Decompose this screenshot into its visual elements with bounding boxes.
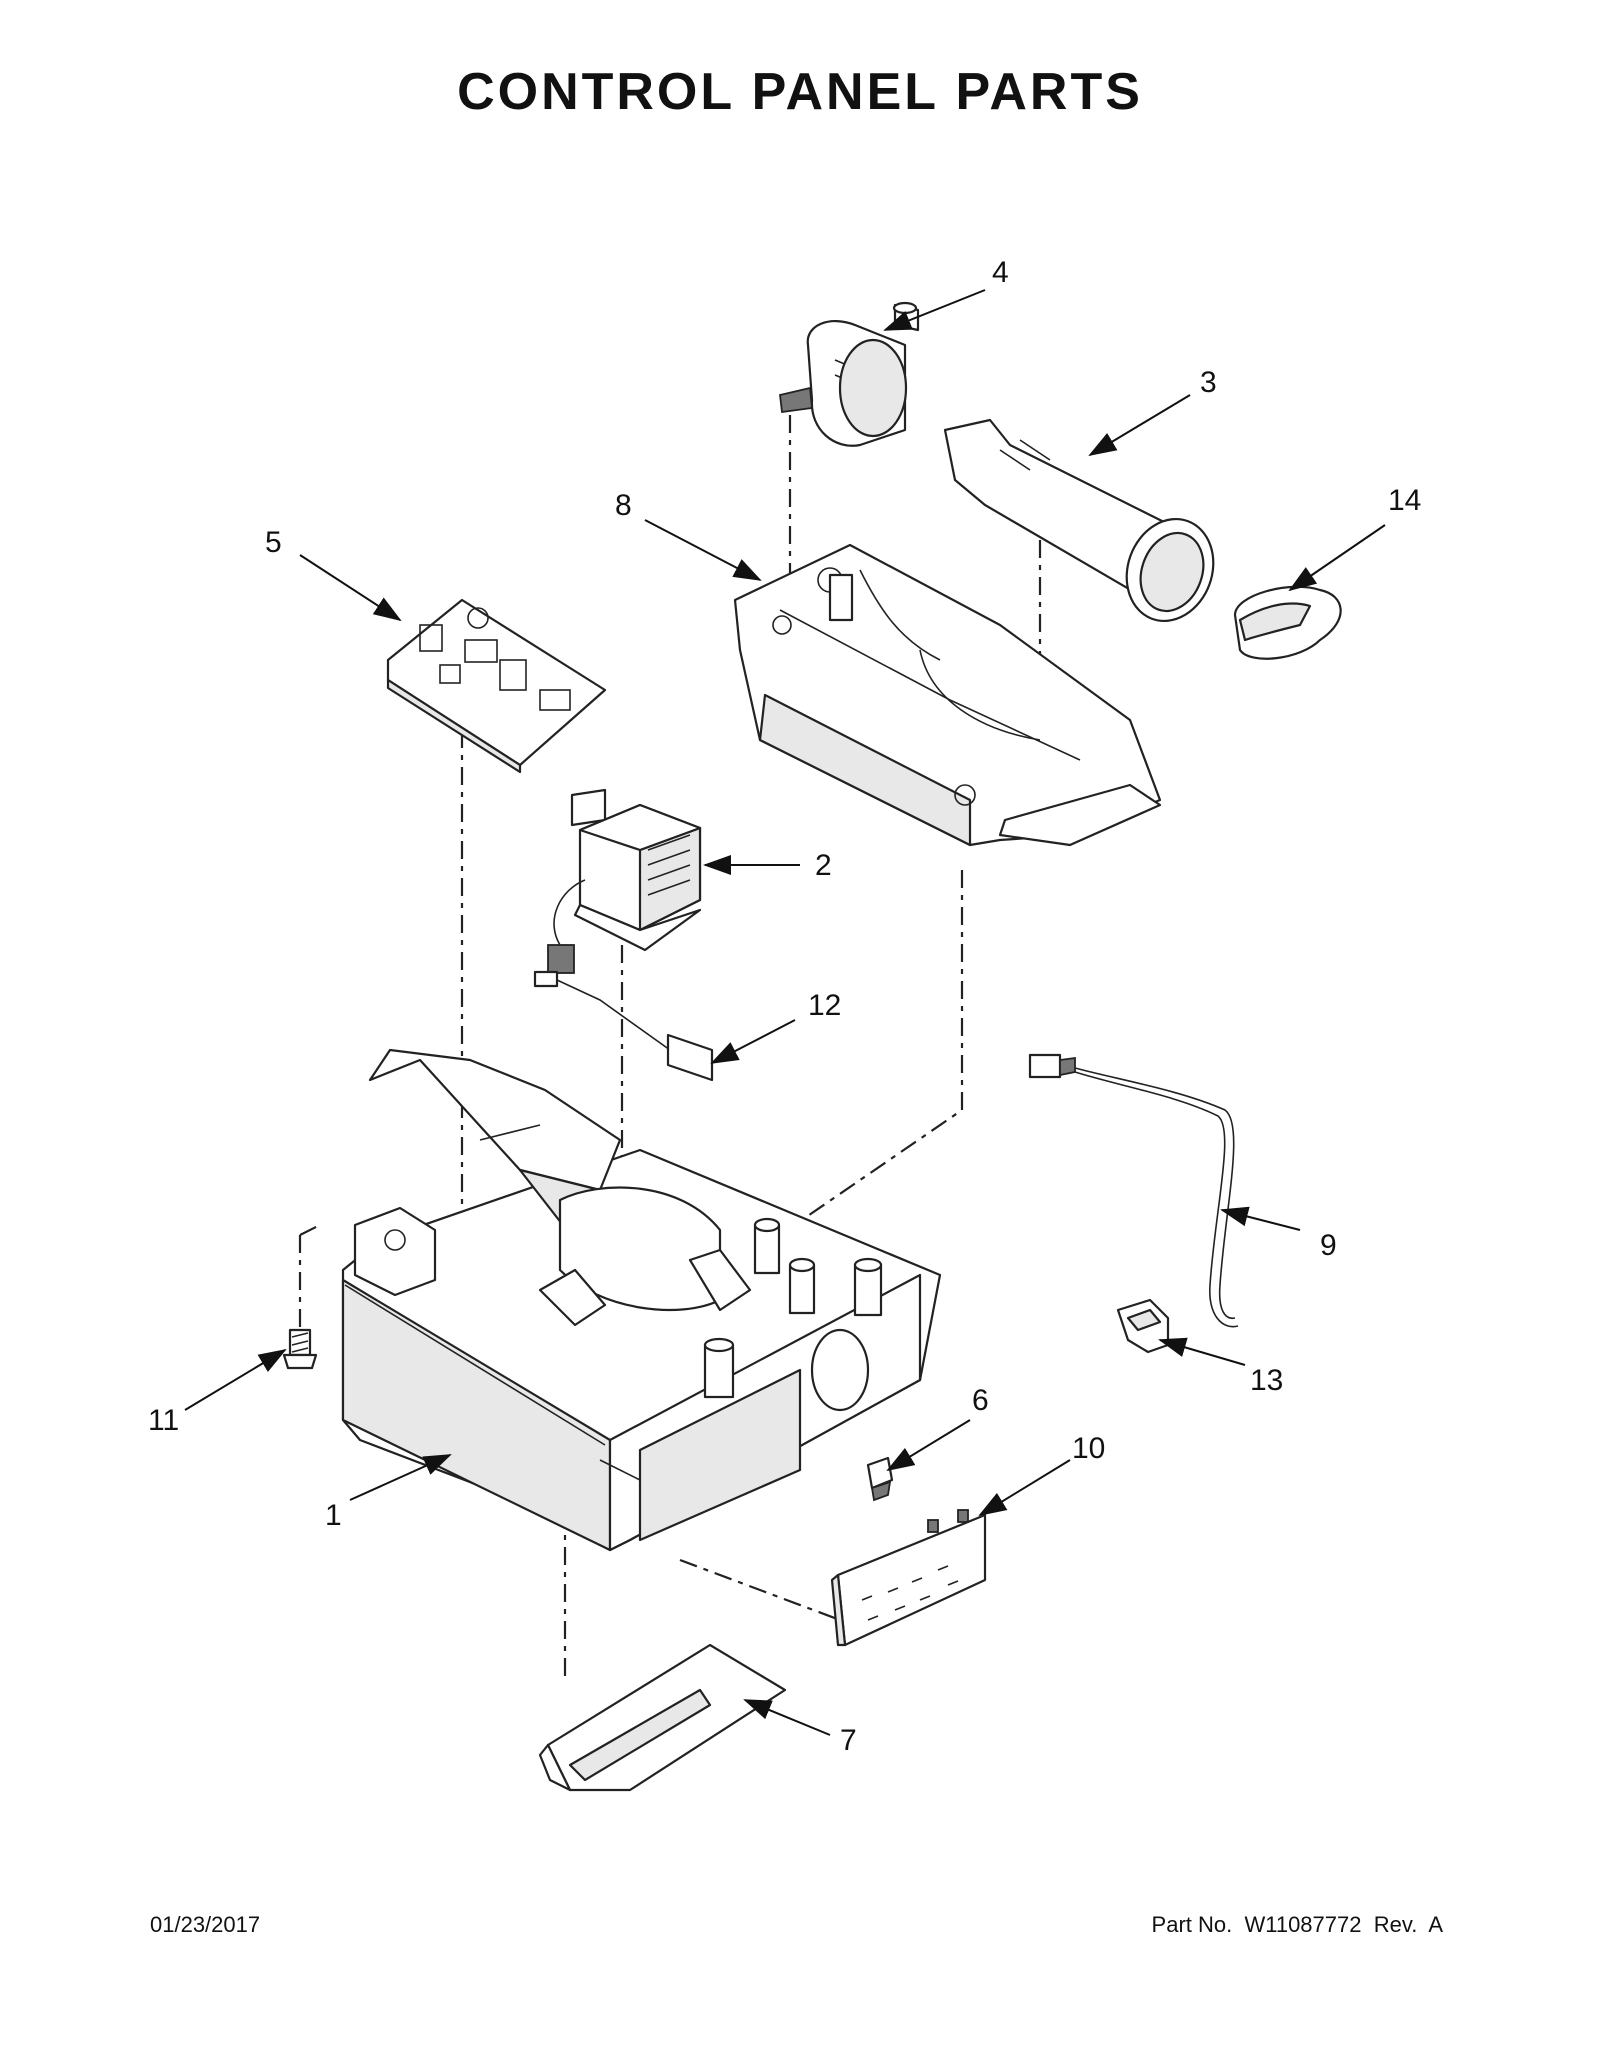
part-1-control-housing[interactable] <box>341 1048 942 1552</box>
callout-8: 8 <box>615 489 632 522</box>
footer-part-number: Part No. W11087772 Rev. A <box>1151 1912 1443 1937</box>
part-13-clip[interactable] <box>1116 1298 1170 1354</box>
callout-7: 7 <box>840 1724 857 1757</box>
page-title: CONTROL PANEL PARTS <box>457 63 1143 121</box>
part-6-switch[interactable] <box>866 1456 894 1502</box>
callout-3: 3 <box>1200 366 1217 399</box>
callout-5: 5 <box>265 526 282 559</box>
callout-14: 14 <box>1388 484 1421 517</box>
callout-2: 2 <box>815 849 832 882</box>
leader-arrows <box>184 289 1386 1736</box>
part-14-filter-cover[interactable] <box>1233 585 1342 660</box>
part-4-filter-head[interactable] <box>779 301 920 447</box>
callout-10: 10 <box>1072 1432 1105 1465</box>
callout-9: 9 <box>1320 1229 1337 1262</box>
callout-6: 6 <box>972 1384 989 1417</box>
part-7-cover[interactable] <box>538 1643 787 1792</box>
callout-12: 12 <box>808 989 841 1022</box>
part-10-panel-board[interactable] <box>830 1509 987 1647</box>
callout-1: 1 <box>325 1499 342 1532</box>
part-12-wire-harness[interactable] <box>533 970 714 1082</box>
callout-13: 13 <box>1250 1364 1283 1397</box>
callout-11: 11 <box>148 1404 179 1437</box>
footer-date: 01/23/2017 <box>150 1912 261 1937</box>
part-5-control-board[interactable] <box>386 598 607 774</box>
part-3-water-filter[interactable] <box>943 418 1227 633</box>
part-2-transformer[interactable] <box>547 788 702 974</box>
part-11-screw[interactable] <box>282 1328 318 1370</box>
part-8-filter-housing[interactable] <box>733 543 1162 847</box>
callout-labels: 4 3 14 8 5 2 12 9 13 6 10 11 1 7 <box>148 256 1421 1757</box>
part-9-wire[interactable] <box>1028 1053 1239 1328</box>
callout-4: 4 <box>992 256 1009 289</box>
